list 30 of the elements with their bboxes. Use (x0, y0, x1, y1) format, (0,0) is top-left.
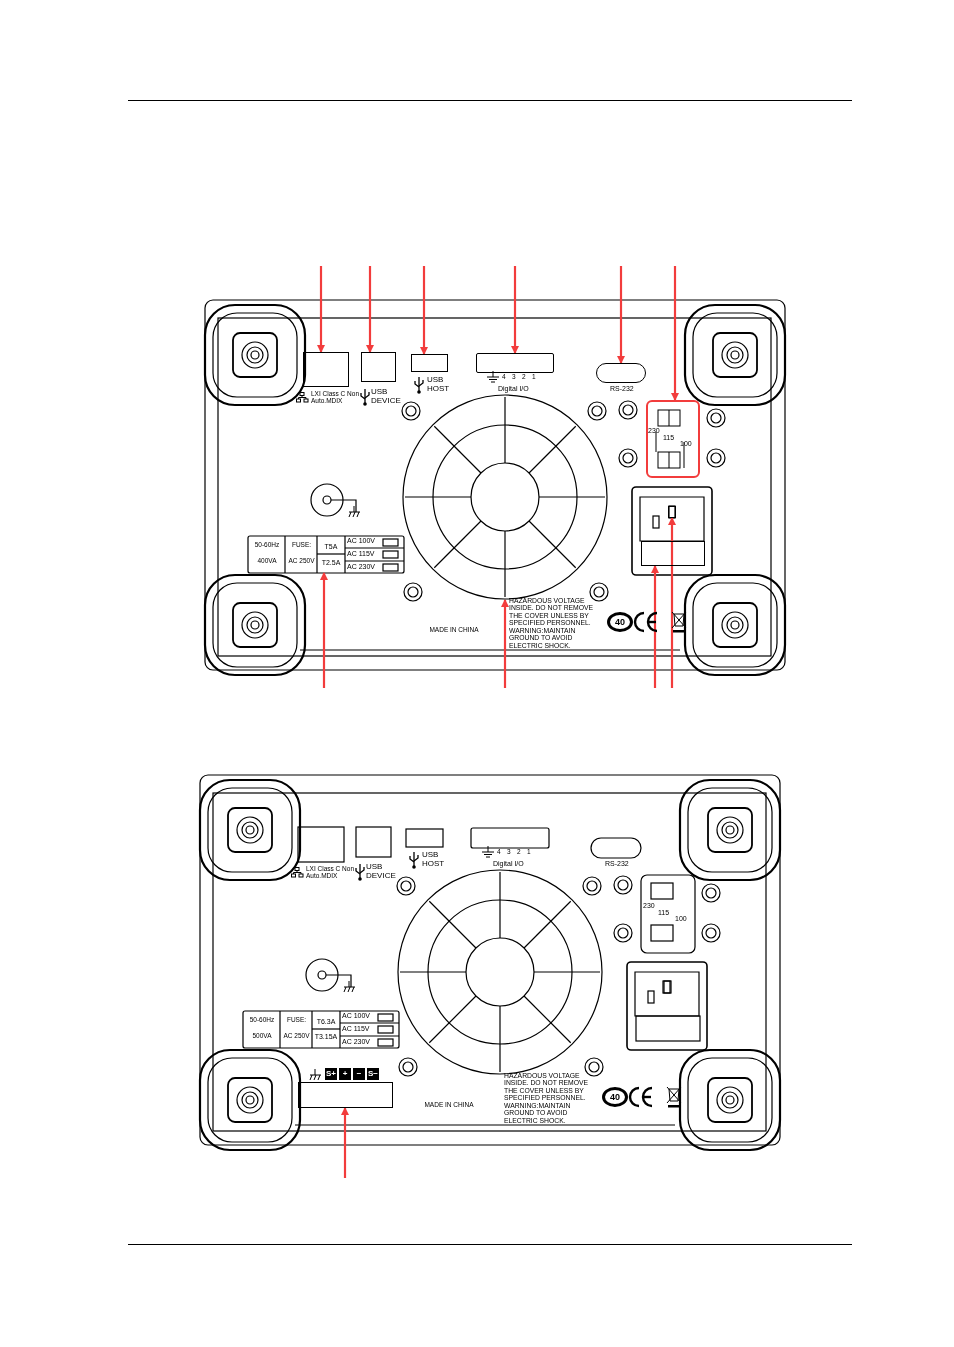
leader-arrow (617, 266, 625, 364)
port-caption: USB DEVICE (371, 388, 402, 406)
lan-port (303, 352, 349, 387)
leader-arrow (501, 599, 509, 688)
leader-arrow (671, 266, 679, 401)
leader-arrow (341, 1107, 349, 1178)
leader-arrow (668, 517, 676, 688)
cooling-fan (402, 394, 608, 600)
terminal-marking: S− (367, 1068, 379, 1080)
leader-arrow (511, 266, 519, 354)
leader-arrow (320, 572, 328, 688)
usb-device-port (361, 352, 396, 382)
digital-io-connector (476, 353, 554, 373)
port-caption: USB DEVICE (366, 863, 397, 881)
port-caption: USB HOST (422, 851, 446, 869)
rating-mark: 40 (607, 612, 633, 632)
leader-arrow (420, 266, 428, 355)
leader-arrow (651, 565, 659, 688)
sense-output-terminal (298, 1082, 393, 1108)
terminal-marking: + (339, 1068, 351, 1080)
leader-arrow (317, 266, 325, 353)
port-caption: USB HOST (427, 376, 451, 394)
usb-host-port (411, 354, 448, 372)
rating-mark: 40 (602, 1087, 628, 1107)
power-inlet-pin (668, 506, 676, 518)
terminal-marking: − (353, 1068, 365, 1080)
leader-arrow (366, 266, 374, 353)
fuse-drawer (641, 541, 705, 566)
terminal-marking: S+ (325, 1068, 337, 1080)
voltage-selector (646, 400, 700, 478)
